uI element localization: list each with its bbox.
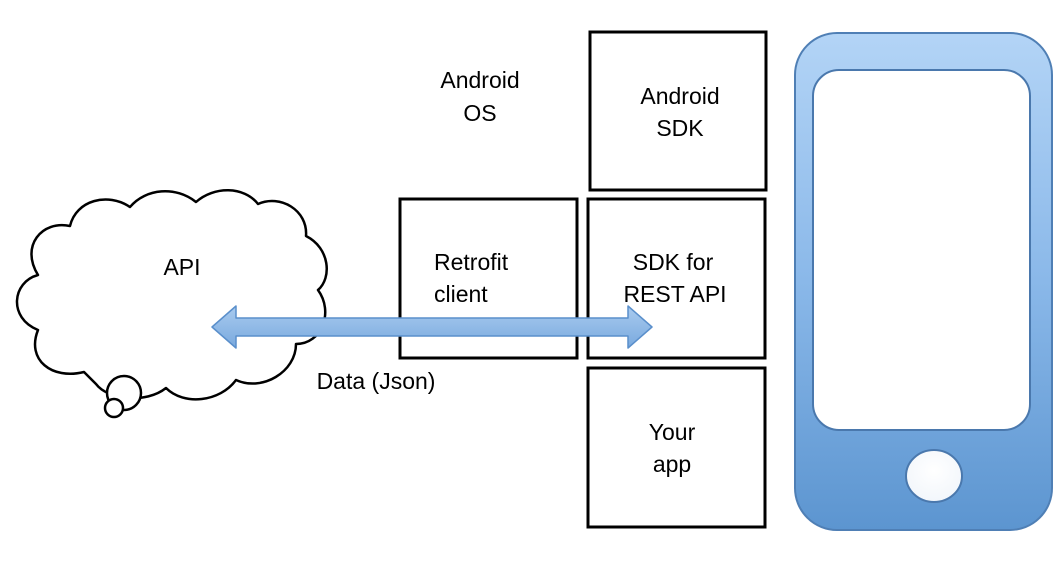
double-arrow-shape [211, 305, 653, 349]
android-sdk-box: Android SDK [588, 30, 768, 192]
android-os-label: Android OS [440, 67, 519, 126]
your-app-line1: Your [649, 419, 696, 445]
your-app-line2: app [653, 451, 691, 477]
data-json-label: Data (Json) [317, 368, 436, 394]
android-sdk-line1: Android [640, 83, 719, 109]
android-os-line2: OS [463, 100, 496, 126]
data-arrow: Data (Json) [211, 305, 653, 394]
api-label: API [163, 254, 200, 280]
sdk-rest-api-box: SDK for REST API [586, 197, 767, 360]
smartphone-illustration [794, 32, 1053, 531]
cloud-bubble-small [103, 397, 125, 419]
retrofit-client-line2: client [434, 281, 488, 307]
retrofit-client-line1: Retrofit [434, 249, 509, 275]
api-cloud: API [15, 189, 328, 419]
phone-screen [812, 69, 1031, 431]
phone-home-button [905, 449, 963, 503]
android-sdk-line2: SDK [656, 115, 704, 141]
sdk-rest-api-frame [586, 197, 767, 360]
android-sdk-frame [588, 30, 768, 192]
sdk-rest-api-line2: REST API [623, 281, 726, 307]
android-os-line1: Android [440, 67, 519, 93]
your-app-box: Your app [586, 366, 767, 529]
sdk-rest-api-line1: SDK for [633, 249, 714, 275]
your-app-frame [586, 366, 767, 529]
cloud-shape [15, 189, 328, 401]
